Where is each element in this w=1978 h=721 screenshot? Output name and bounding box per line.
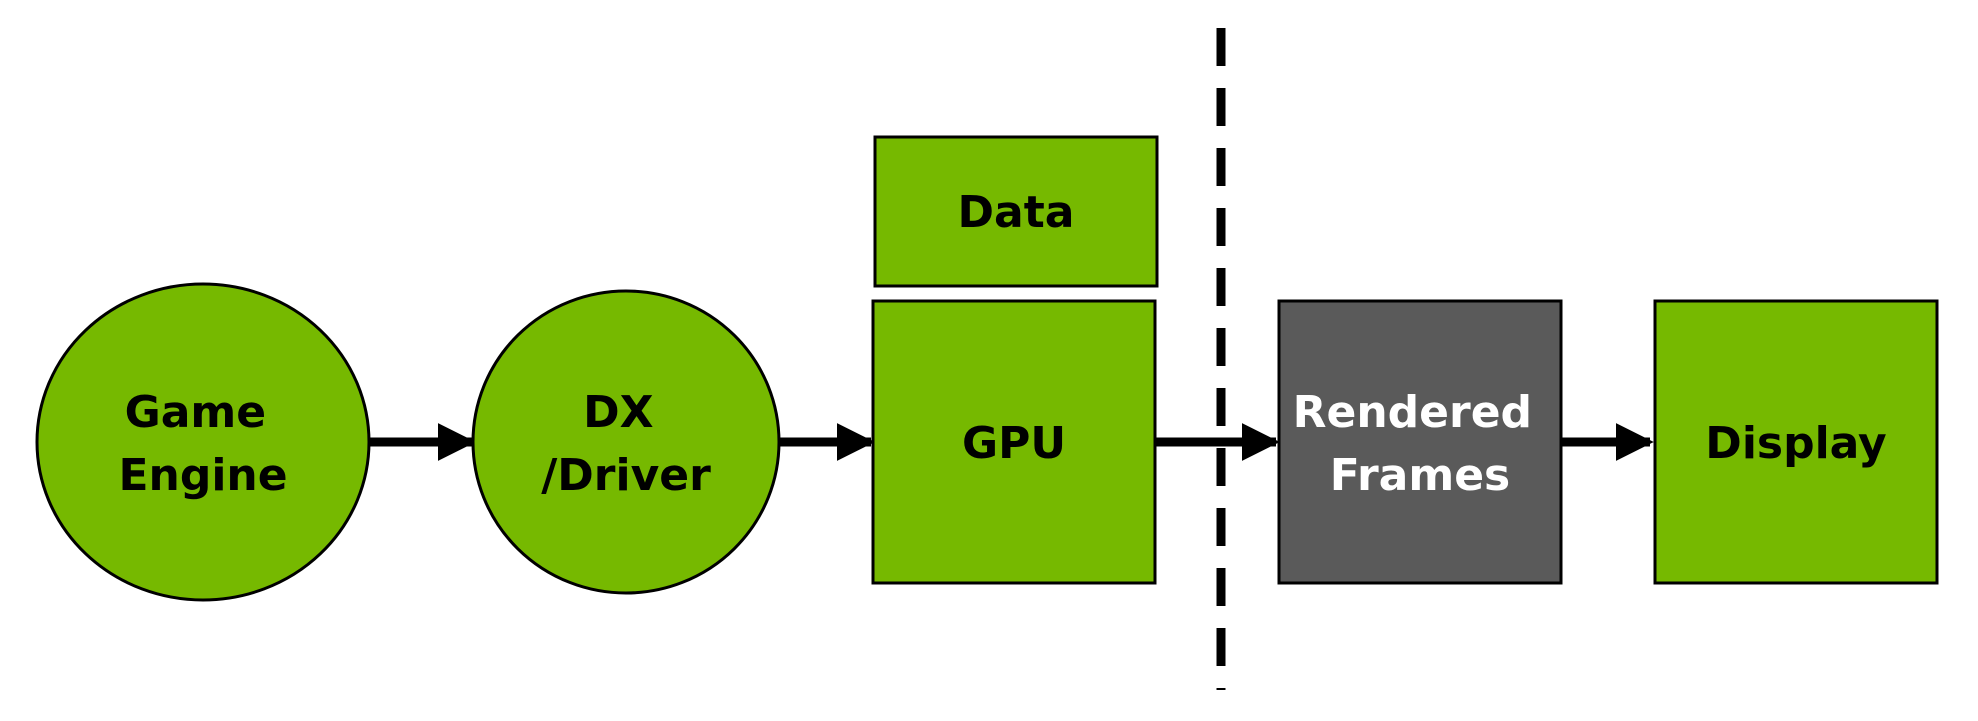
rendered-frames-label-line1: Rendered: [1293, 387, 1532, 438]
dx-driver-node: DX /Driver: [471, 289, 781, 595]
display-box: [1653, 299, 1939, 585]
game-engine-label-line2: Engine: [118, 450, 287, 501]
data-box: [873, 135, 1159, 288]
data-node: Data: [873, 135, 1159, 288]
gpu-label: GPU: [962, 418, 1066, 469]
gpu-node: GPU: [871, 299, 1157, 585]
dx-driver-label-line2: /Driver: [541, 450, 711, 501]
rendered-frames-box: [1277, 299, 1563, 585]
rendered-frames-node: Rendered Frames: [1277, 299, 1563, 585]
rendered-frames-label-line2: Frames: [1330, 450, 1511, 501]
dx-driver-label: DX /Driver: [541, 387, 711, 501]
game-engine-node: Game Engine: [35, 282, 371, 602]
data-label: Data: [958, 187, 1075, 238]
display-label: Display: [1705, 418, 1886, 469]
dx-driver-label-line1: DX: [583, 387, 654, 438]
rendered-frames-label: Rendered Frames: [1293, 387, 1548, 501]
game-engine-circle: [35, 282, 371, 602]
game-engine-label-line1: Game: [125, 387, 267, 438]
display-node: Display: [1653, 299, 1939, 585]
game-engine-label: Game Engine: [118, 387, 287, 501]
dx-driver-circle: [471, 289, 781, 595]
